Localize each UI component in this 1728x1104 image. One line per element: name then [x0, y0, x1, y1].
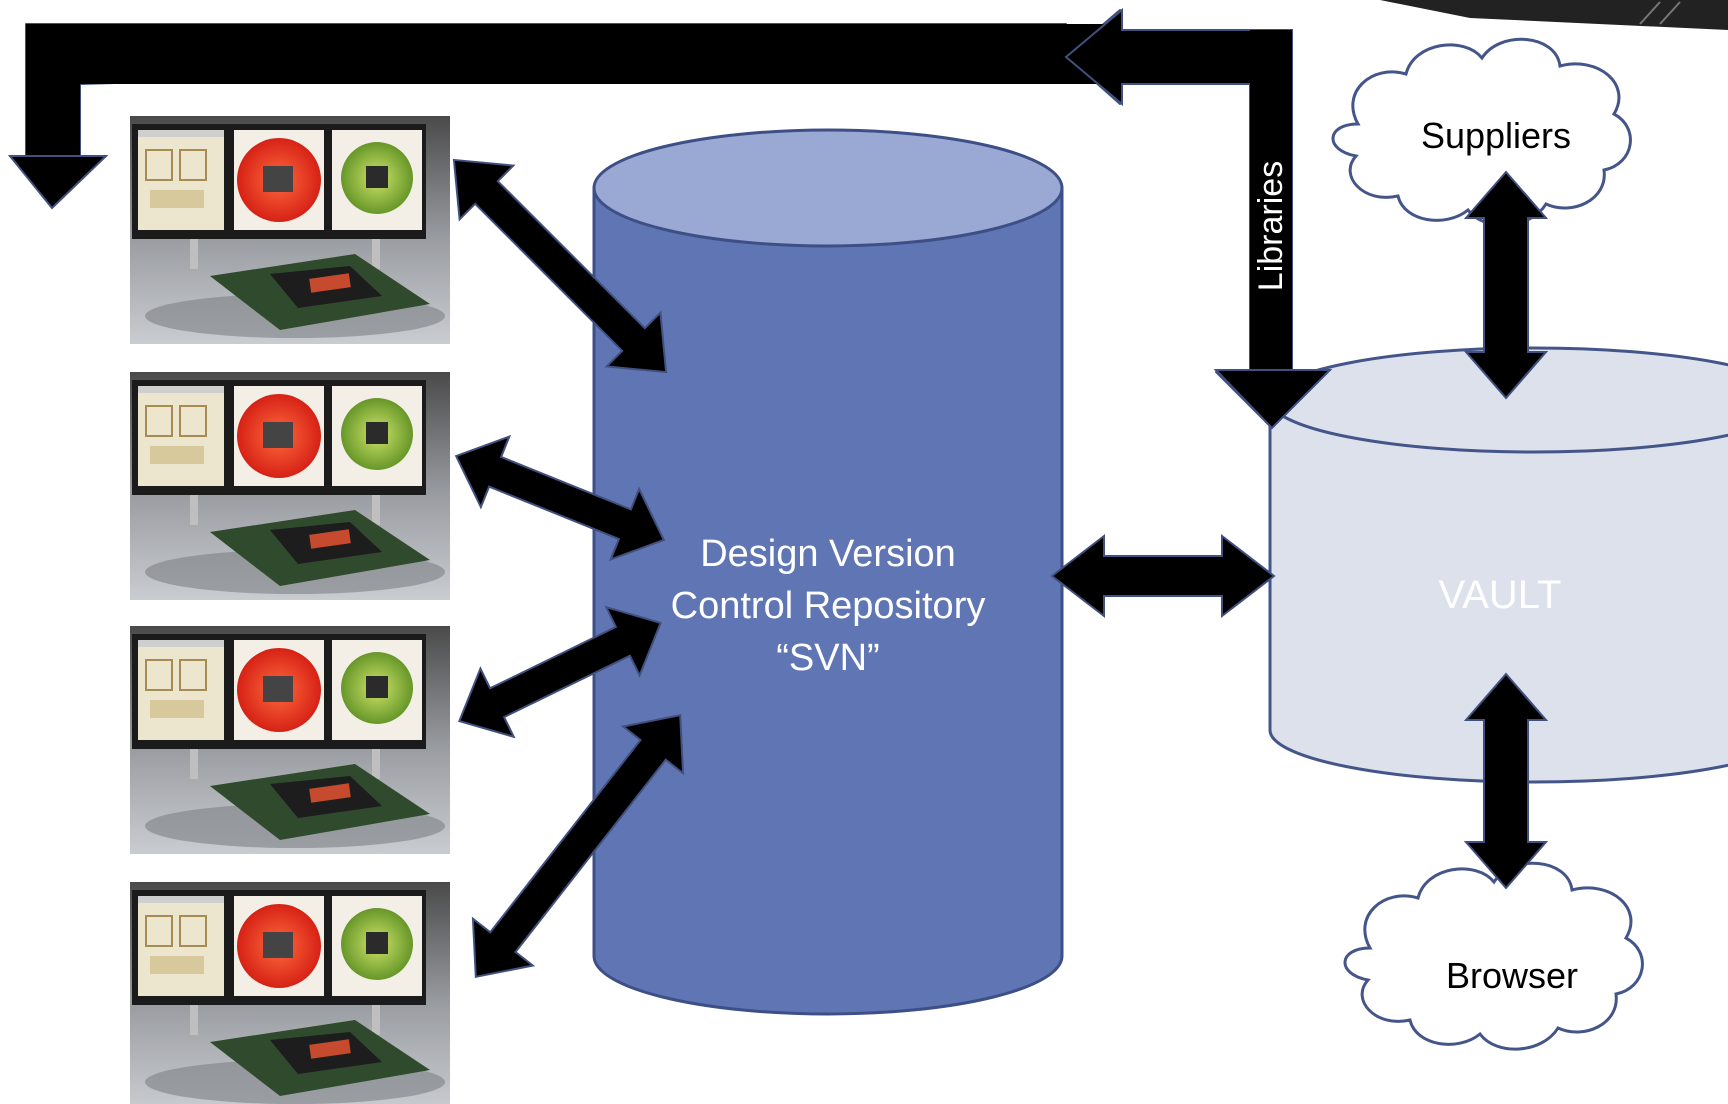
vault-label: VAULT — [1439, 573, 1562, 617]
workstation-image — [129, 881, 451, 1104]
suppliers-label: Suppliers — [1421, 115, 1571, 156]
svn-repository-cylinder — [592, 128, 1064, 1016]
ws4-repo-arrow — [471, 713, 685, 979]
workstation-image — [129, 115, 451, 345]
browser-label: Browser — [1446, 955, 1578, 996]
suppliers-cloud — [1331, 37, 1632, 227]
suppliers-vault-arrow — [1463, 170, 1549, 400]
workstation-image — [129, 625, 451, 855]
repo-vault-arrow — [1050, 533, 1276, 619]
libraries-label: Libraries — [1252, 161, 1290, 291]
repository-line2: Control Repository — [671, 585, 986, 627]
ws1-repo-arrow — [452, 158, 668, 374]
ws2-repo-arrow — [454, 434, 666, 562]
workstation-image — [129, 371, 451, 601]
repository-line3: “SVN” — [776, 637, 879, 679]
vault-browser-arrow — [1463, 672, 1549, 890]
corner-decoration — [1380, 0, 1728, 30]
ws3-repo-arrow — [457, 605, 663, 739]
vault-cylinder — [1268, 346, 1728, 784]
browser-cloud — [1343, 861, 1644, 1051]
repository-line1: Design Version — [700, 533, 956, 575]
